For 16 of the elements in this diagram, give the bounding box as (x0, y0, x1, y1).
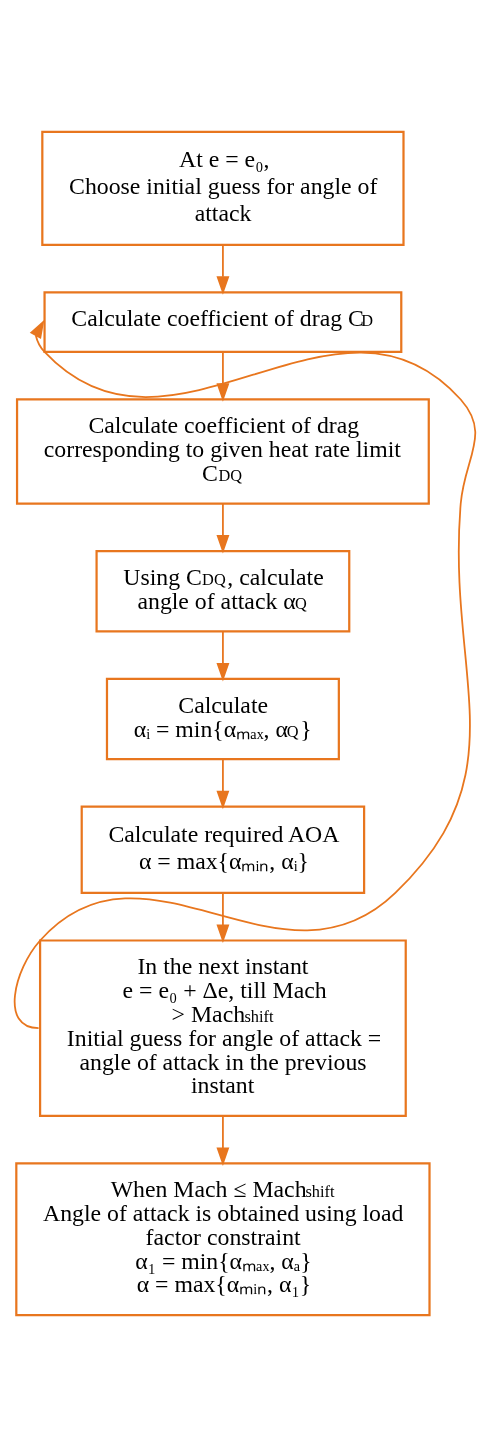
arrow (216, 1115, 230, 1166)
arrow (216, 758, 230, 810)
arrow (216, 244, 230, 295)
arrow (216, 630, 230, 682)
node-box: Calculate required AOA α = max{αₘᵢₙ, αᵢ} (80, 805, 366, 895)
arrow (216, 351, 230, 402)
node-box: Calculate coefficient of drag CD (43, 291, 403, 354)
arrow (13, 319, 477, 1030)
node-box: Calculate coefficient of drag corresponding to given heat rate limit CDQ (15, 398, 430, 505)
node-box: In the next instant e = e₀ + Δe, till Mach > Machshift Initial guess for angle of attack = angle of attack in the previous instant (39, 939, 407, 1117)
arrow (216, 503, 230, 554)
node-box: Calculate αᵢ = min{αₘₐₓ, αQ} (105, 677, 340, 761)
node-box: When Mach ≤ Machshift Angle of attack is obtained using load factor constraint α₁ = min{αₘₐₓ, αₐ} α = max{αₘᵢₙ, α₁} (15, 1162, 431, 1317)
node-box: At e = e₀, Choose initial guess for angle of attack (41, 130, 405, 247)
arrow (216, 892, 230, 943)
node-box: Using CDQ, calculate angle of attack αQ (95, 549, 351, 633)
